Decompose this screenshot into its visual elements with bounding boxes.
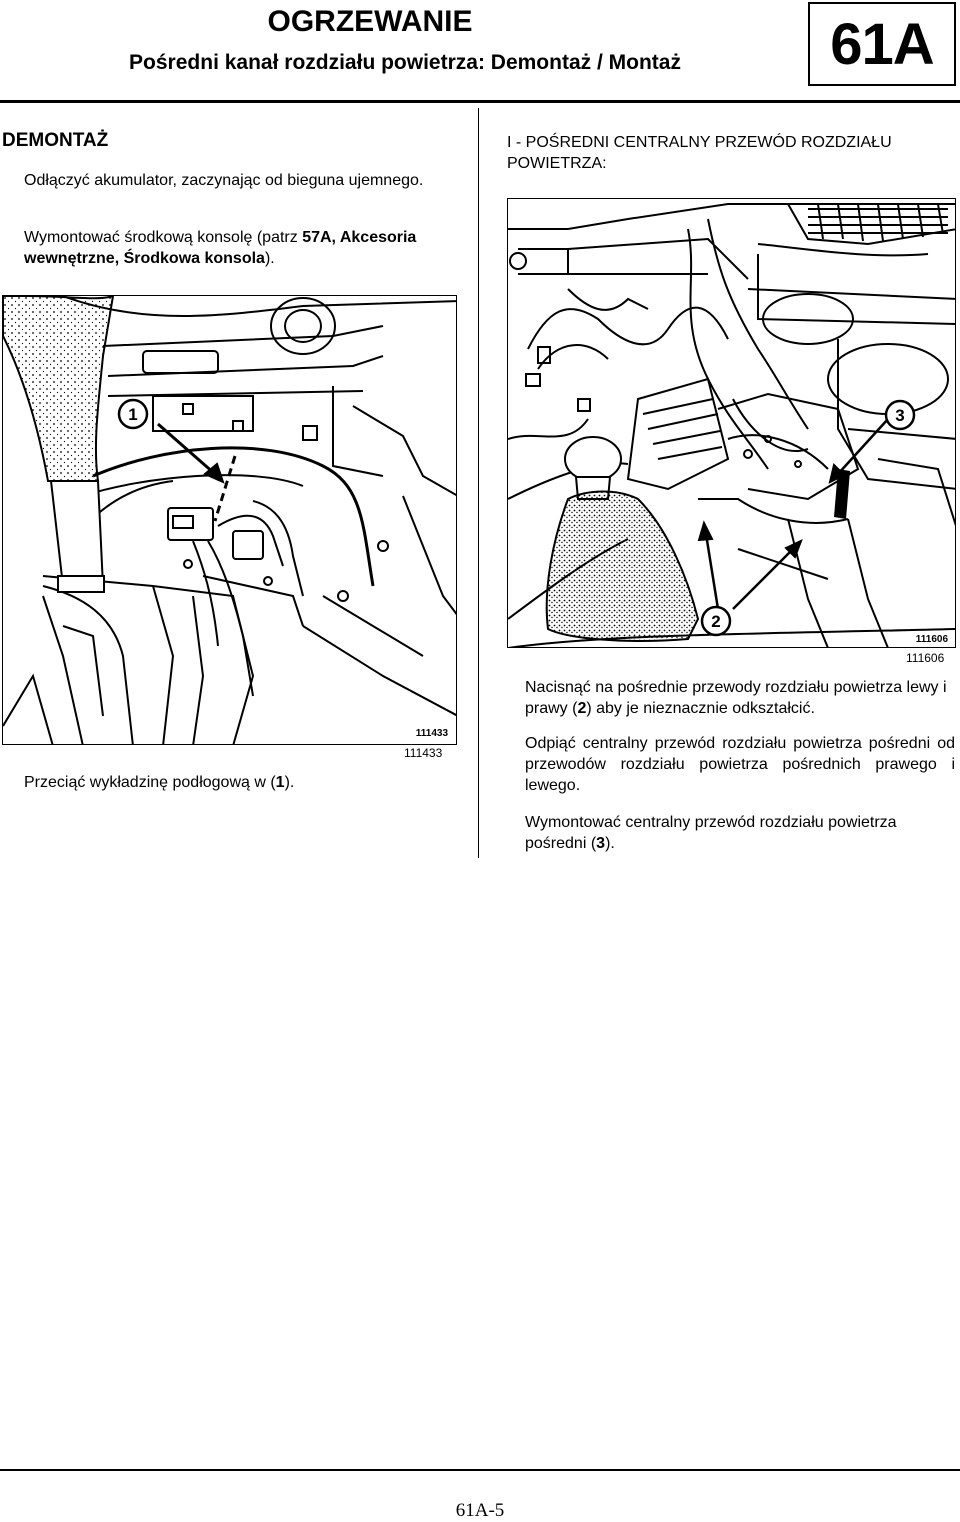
figure-floor-carpet: 1 111433 <box>2 295 457 745</box>
text-span: Nacisnąć na pośrednie przewody rozdziału… <box>525 679 947 717</box>
figure-reference: 111433 <box>404 746 443 760</box>
reference-bold: 3 <box>596 835 606 852</box>
figure-stamp: 111606 <box>916 634 949 645</box>
callout-1-label: 1 <box>128 405 137 424</box>
figure-central-duct-drawing: 3 2 111606 <box>508 203 955 647</box>
page-number: 61A-5 <box>455 1500 505 1521</box>
paragraph-disconnect-battery: Odłączyć akumulator, zaczynając od biegu… <box>24 172 424 189</box>
figure-reference: 111606 <box>906 651 945 665</box>
text-span: ). <box>605 835 615 852</box>
callout-2-label: 2 <box>711 612 720 631</box>
column-divider <box>478 108 479 858</box>
figure-stamp: 111433 <box>416 728 449 739</box>
section-heading-demontaz: DEMONTAŻ <box>2 130 109 151</box>
paragraph-remove-duct: Wymontować centralny przewód rozdziału p… <box>525 812 955 854</box>
document-title: OGRZEWANIE <box>267 5 473 38</box>
reference-bold: 2 <box>577 700 587 717</box>
text-span: Przeciąć wykładzinę podłogową w ( <box>24 774 276 791</box>
callout-1: 1 <box>117 398 149 430</box>
section-code: 61A <box>830 11 934 77</box>
paragraph-press-ducts: Nacisnąć na pośrednie przewody rozdziału… <box>525 677 955 719</box>
caption-cut-carpet: Przeciąć wykładzinę podłogową w (1). <box>24 772 294 793</box>
paragraph-remove-console: Wymontować środkową konsolę (patrz 57A, … <box>24 227 456 269</box>
document-subtitle: Pośredni kanał rozdziału powietrza: Demo… <box>129 51 681 74</box>
section-heading-central-duct: I - POŚREDNI CENTRALNY PRZEWÓD ROZDZIAŁU… <box>507 134 892 172</box>
callout-3-label: 3 <box>895 406 904 425</box>
text-span: ). <box>264 250 275 267</box>
footer-rule <box>0 1469 960 1471</box>
figure-floor-carpet-drawing: 1 111433 <box>3 296 456 744</box>
text-span: ). <box>284 774 295 791</box>
reference-bold: 1 <box>275 774 285 791</box>
figure-central-duct: 3 2 111606 <box>507 198 956 648</box>
header-rule <box>0 100 960 103</box>
text-span: Wymontować centralny przewód rozdziału p… <box>525 814 897 852</box>
text-span: Wymontować środkową konsolę (patrz <box>24 229 303 246</box>
reference-bold: 57A, Akcesoria wewnętrzne, Środkowa kons… <box>24 229 417 267</box>
callout-3: 3 <box>884 399 916 431</box>
text-span: ) aby je nieznacznie odkształcić. <box>586 700 815 717</box>
section-code-box: 61A <box>808 2 956 86</box>
paragraph-unclip-duct: Odpiąć centralny przewód rozdziału powie… <box>525 735 955 794</box>
callout-2: 2 <box>700 605 732 637</box>
